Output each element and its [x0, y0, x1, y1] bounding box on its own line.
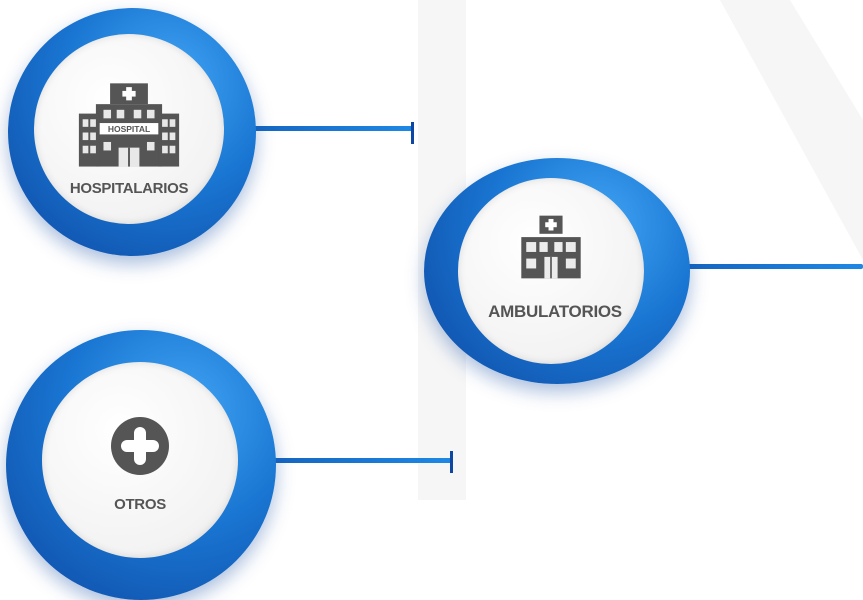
node-otros: OTROS	[6, 330, 276, 600]
node-ambulatorios-inner: AMBULATORIOS	[458, 178, 644, 364]
node-otros-label: OTROS	[114, 496, 166, 513]
connector-hospitalarios	[248, 126, 414, 131]
clinic-building-icon	[521, 215, 581, 279]
node-hospitalarios-inner: HOSPITAL HOSPITALARIOS	[34, 34, 224, 224]
node-ambulatorios: AMBULATORIOS	[424, 158, 690, 384]
connector-hospitalarios-cap	[411, 122, 414, 144]
hospital-sign-text: HOSPITAL	[108, 124, 150, 134]
node-otros-inner: OTROS	[42, 362, 238, 558]
node-ambulatorios-label: AMBULATORIOS	[488, 302, 622, 321]
node-hospitalarios: HOSPITAL HOSPITALARIOS	[8, 8, 256, 256]
plus-circle-icon	[111, 417, 169, 475]
connector-otros	[270, 458, 453, 463]
hospital-building-icon: HOSPITAL	[78, 83, 180, 167]
connector-ambulatorios	[686, 264, 863, 269]
node-hospitalarios-label: HOSPITALARIOS	[69, 180, 189, 197]
connector-otros-cap	[450, 451, 453, 473]
